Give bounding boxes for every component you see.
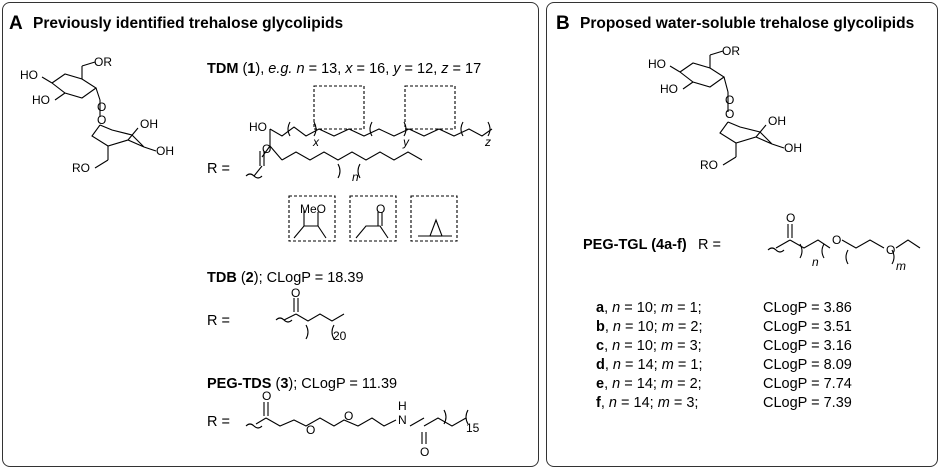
row-label: e, n = 14; m = 2;: [596, 376, 702, 392]
sugar-b-o2: O: [725, 107, 734, 121]
trehalose-structure-a: OR HO HO O O OH OH RO: [20, 55, 174, 175]
tdm-keto-o: O: [376, 202, 385, 216]
tdm-o: O: [262, 142, 271, 156]
tdb-structure: O 20: [275, 286, 347, 343]
peg-tds-structure: O O O H N O 15: [245, 389, 480, 459]
peg-tds-r-label: R =: [207, 414, 230, 430]
tdm-structure: HO O x y z n MeO O: [245, 85, 493, 242]
sugar-a-ho1: HO: [20, 68, 38, 82]
tdb-o: O: [291, 286, 300, 300]
row-clogp: CLogP = 3.86: [763, 300, 852, 316]
peg-tgl-heading: PEG-TGL (4a-f): [583, 237, 687, 253]
sugar-b-oh2: OH: [784, 141, 802, 155]
tdm-sub-x: x: [312, 135, 320, 149]
tdm-ho: HO: [249, 120, 267, 134]
sugar-a-ho2: HO: [32, 93, 50, 107]
tdb-subscript: 20: [333, 329, 347, 343]
panel-b-title: Proposed water-soluble trehalose glycoli…: [580, 15, 915, 32]
row-label: b, n = 10; m = 2;: [596, 319, 703, 335]
sugar-a-oh2: OH: [156, 144, 174, 158]
peg-tds-nh-h: H: [398, 399, 407, 413]
tdm-meo: MeO: [300, 202, 326, 216]
panel-a: [2, 2, 539, 467]
sugar-b-oh1: OH: [768, 114, 786, 128]
peg-tds-subscript: 15: [466, 421, 480, 435]
peg-tgl-r-label: R =: [698, 237, 721, 253]
row-label: f, n = 14; m = 3;: [596, 395, 699, 411]
sugar-a-o2: O: [97, 113, 106, 127]
peg-tds-nh-n: N: [398, 413, 407, 427]
trehalose-structure-b: OR HO HO O O OH OH RO: [648, 44, 802, 172]
peg-tgl-o3: O: [886, 243, 895, 257]
sugar-b-ho2: HO: [660, 82, 678, 96]
tdb-r-label: R =: [207, 313, 230, 329]
peg-tds-heading: PEG-TDS (3); CLogP = 11.39: [207, 376, 398, 392]
peg-tds-o3: O: [344, 409, 353, 423]
panel-b: [546, 2, 938, 467]
row-clogp: CLogP = 7.74: [763, 376, 852, 392]
tdm-sub-z: z: [484, 135, 491, 149]
tdm-sub-n: n: [352, 170, 359, 184]
row-clogp: CLogP = 3.51: [763, 319, 852, 335]
row-label: d, n = 14; m = 1;: [596, 357, 703, 373]
peg-tds-o1: O: [262, 389, 271, 403]
peg-tds-o2: O: [306, 423, 315, 437]
sugar-b-or: OR: [722, 44, 740, 58]
tdm-heading: TDM (1), e.g. n = 13, x = 16, y = 12, z …: [207, 61, 482, 77]
row-clogp: CLogP = 3.16: [763, 338, 852, 354]
peg-tgl-sub-m: m: [896, 259, 906, 273]
sugar-a-ro: RO: [72, 161, 90, 175]
sugar-b-o1: O: [725, 93, 734, 107]
row-label: c, n = 10; m = 3;: [596, 338, 702, 354]
row-clogp: CLogP = 8.09: [763, 357, 852, 373]
row-clogp: CLogP = 7.39: [763, 395, 852, 411]
sugar-a-or: OR: [94, 55, 112, 69]
tdm-r-label: R =: [207, 161, 230, 177]
peg-tgl-sub-n: n: [812, 255, 819, 269]
sugar-b-ho1: HO: [648, 57, 666, 71]
row-label: a, n = 10; m = 1;: [596, 300, 702, 316]
peg-tgl-structure: O O O n m: [767, 211, 921, 273]
peg-tgl-o2: O: [832, 233, 841, 247]
peg-tgl-o1: O: [786, 211, 795, 225]
tdb-heading: TDB (2); CLogP = 18.39: [207, 270, 364, 286]
peg-tds-o4: O: [420, 445, 429, 459]
panel-b-letter: B: [556, 13, 570, 34]
panel-a-letter: A: [9, 13, 23, 34]
sugar-b-ro: RO: [700, 158, 718, 172]
sugar-a-oh1: OH: [140, 117, 158, 131]
panel-a-title: Previously identified trehalose glycolip…: [33, 15, 344, 32]
sugar-a-o1: O: [97, 100, 106, 114]
tdm-sub-y: y: [402, 135, 410, 149]
